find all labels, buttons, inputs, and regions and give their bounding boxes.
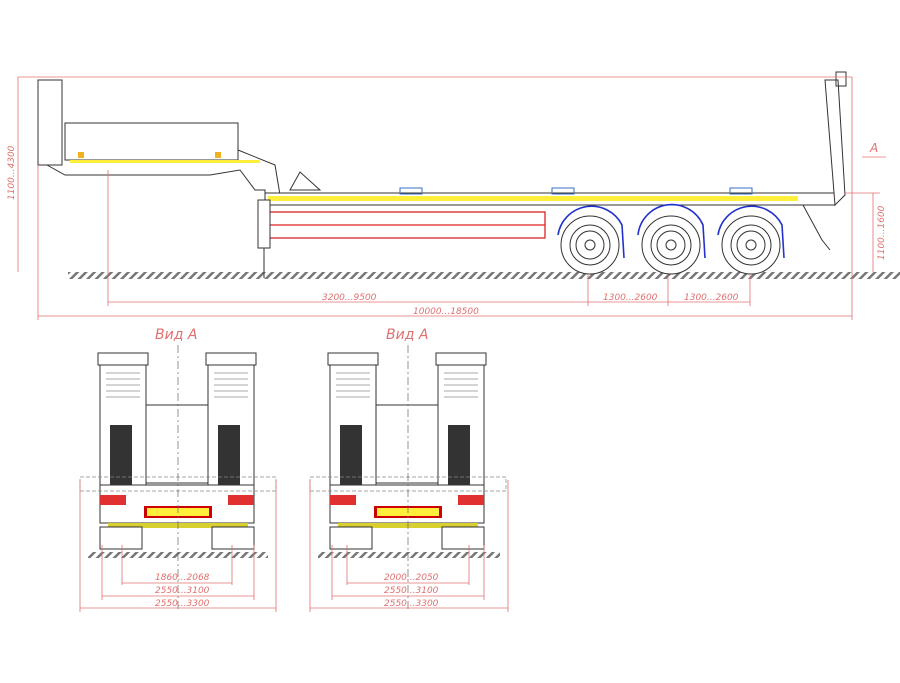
headboard bbox=[37, 79, 63, 166]
overall-length-dim: 10000...18500 bbox=[413, 307, 479, 317]
axle-spacing-1-dim: 1300...2600 bbox=[603, 293, 658, 303]
rear-view-2: Вид А 2000...2050 2550...3100 2550...330… bbox=[309, 327, 509, 612]
fender-1 bbox=[557, 205, 625, 259]
rear-view-title: Вид А bbox=[386, 327, 428, 343]
track-dim: 2000...2050 bbox=[384, 573, 439, 583]
ground-hatch bbox=[68, 272, 900, 279]
overall-height-dim: 1100...4300 bbox=[7, 145, 17, 200]
axle-spacing-2-dim: 1300...2600 bbox=[684, 293, 739, 303]
side-view: 1100...4300 1100...1600 A 3200...9500 13… bbox=[7, 71, 900, 320]
rear-view-title: Вид А bbox=[155, 327, 197, 343]
width-dim-2: 2550...3300 bbox=[155, 599, 210, 609]
deck-stripe bbox=[268, 196, 798, 201]
track-dim: 1860...2068 bbox=[155, 573, 210, 583]
wheel-3 bbox=[721, 215, 781, 275]
deck-height-dim: 1100...1600 bbox=[877, 205, 887, 260]
width-dim-1: 2550...3100 bbox=[384, 586, 439, 596]
wheel-2 bbox=[641, 215, 701, 275]
rear-view-1: Вид А 1860...2068 2550...3100 2550...330… bbox=[79, 327, 277, 612]
view-marker: A bbox=[869, 141, 878, 155]
wheel-1 bbox=[560, 215, 620, 275]
width-dim-2: 2550...3300 bbox=[384, 599, 439, 609]
kingpin-axle-dim: 3200...9500 bbox=[322, 293, 377, 303]
width-dim-1: 2550...3100 bbox=[155, 586, 210, 596]
gooseneck-body bbox=[64, 122, 239, 161]
ramp-stop bbox=[289, 171, 322, 191]
rear-ramp bbox=[824, 79, 846, 207]
